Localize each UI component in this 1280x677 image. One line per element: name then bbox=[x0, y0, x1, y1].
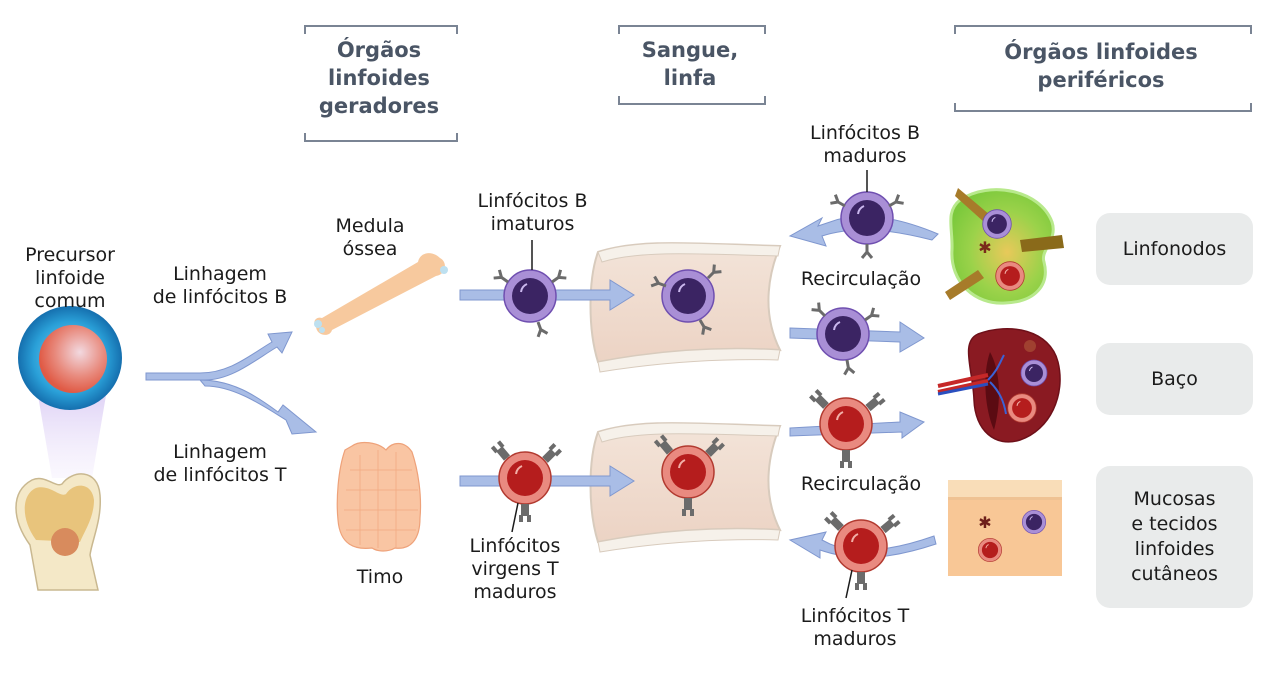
bracket-blood-top bbox=[618, 25, 766, 34]
arrow-t-from-mucosa bbox=[788, 531, 937, 559]
thymus-icon bbox=[336, 441, 422, 552]
label-recirculation-t: Recirculação bbox=[800, 473, 922, 495]
svg-text:✱: ✱ bbox=[978, 513, 991, 532]
organ-box-spleen: Baço bbox=[1096, 343, 1253, 415]
spleen-icon bbox=[937, 327, 1061, 443]
naive-t-cell bbox=[490, 440, 562, 522]
label-recirculation-b: Recirculação bbox=[800, 268, 922, 290]
label-thymus: Timo bbox=[356, 566, 404, 588]
bracket-generative-top bbox=[304, 25, 458, 34]
mucosa-skin-icon: ✱ bbox=[948, 480, 1062, 576]
bracket-peripheral-top bbox=[954, 25, 1252, 34]
label-bone-marrow: Medula óssea bbox=[335, 215, 405, 260]
bracket-peripheral-bottom bbox=[954, 103, 1252, 112]
label-mature-b: Linfócitos B maduros bbox=[810, 122, 920, 167]
label-naive-mature-t: Linfócitos virgens T maduros bbox=[469, 535, 561, 603]
mature-b-cell bbox=[828, 191, 906, 260]
label-immature-b: Linfócitos B imaturos bbox=[477, 190, 588, 235]
label-mature-t: Linfócitos T maduros bbox=[800, 605, 910, 650]
header-peripheral-organs: Órgãos linfoides periféricos bbox=[1004, 40, 1198, 92]
organ-box-lymph-nodes: Linfonodos bbox=[1096, 213, 1253, 285]
label-b-lineage: Linhagem de linfócitos B bbox=[152, 263, 288, 308]
bone-marrow-icon bbox=[314, 253, 448, 335]
femur-head-icon bbox=[15, 473, 101, 591]
organ-box-mucosa-skin: Mucosas e tecidos linfoides cutâneos bbox=[1096, 466, 1253, 608]
lymph-node-icon: ✱ bbox=[945, 188, 1064, 305]
lineage-branch-arrow bbox=[145, 331, 318, 435]
bracket-blood-bottom bbox=[618, 96, 766, 105]
immature-b-cell bbox=[492, 268, 568, 339]
label-common-precursor: Precursor linfoide comum bbox=[25, 244, 115, 312]
bracket-generative-bottom bbox=[304, 133, 458, 142]
header-generative-organs: Órgãos linfoides geradores bbox=[318, 38, 440, 118]
label-t-lineage: Linhagem de linfócitos T bbox=[153, 441, 287, 486]
header-blood-lymph: Sangue, linfa bbox=[641, 38, 739, 90]
svg-text:✱: ✱ bbox=[978, 238, 991, 257]
recirculating-b-cell bbox=[810, 301, 881, 377]
